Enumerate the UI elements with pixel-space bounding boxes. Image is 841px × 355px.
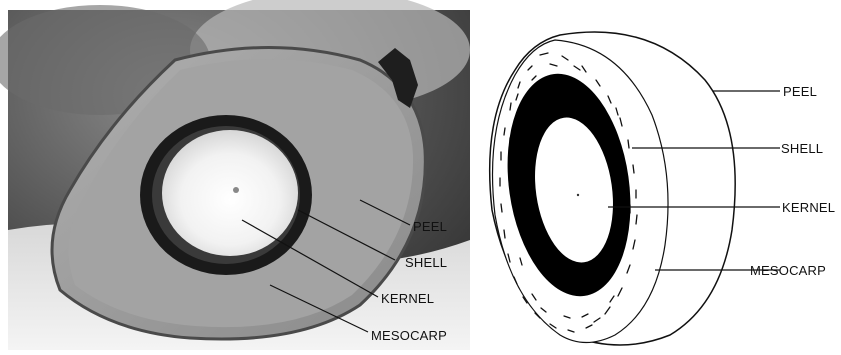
diagram-kernel-dot (577, 194, 579, 196)
kernel-germ-pore (233, 187, 239, 193)
diagram-label-shell: SHELL (781, 141, 823, 156)
photo-label-shell: SHELL (405, 255, 447, 270)
fruit-kernel (162, 130, 298, 256)
diagram-label-peel: PEEL (783, 84, 817, 99)
fruit-photo-panel: PEEL SHELL KERNEL MESOCARP (0, 0, 470, 350)
photo-label-mesocarp: MESOCARP (371, 328, 447, 343)
diagram-label-kernel: KERNEL (782, 200, 835, 215)
photo-label-kernel: KERNEL (381, 291, 434, 306)
fruit-diagram: PEEL SHELL KERNEL MESOCARP (470, 0, 841, 350)
photo-label-peel: PEEL (413, 219, 447, 234)
fruit-diagram-panel: PEEL SHELL KERNEL MESOCARP (470, 0, 841, 350)
fruit-photo: PEEL SHELL KERNEL MESOCARP (0, 0, 470, 350)
diagram-label-mesocarp: MESOCARP (750, 263, 826, 278)
